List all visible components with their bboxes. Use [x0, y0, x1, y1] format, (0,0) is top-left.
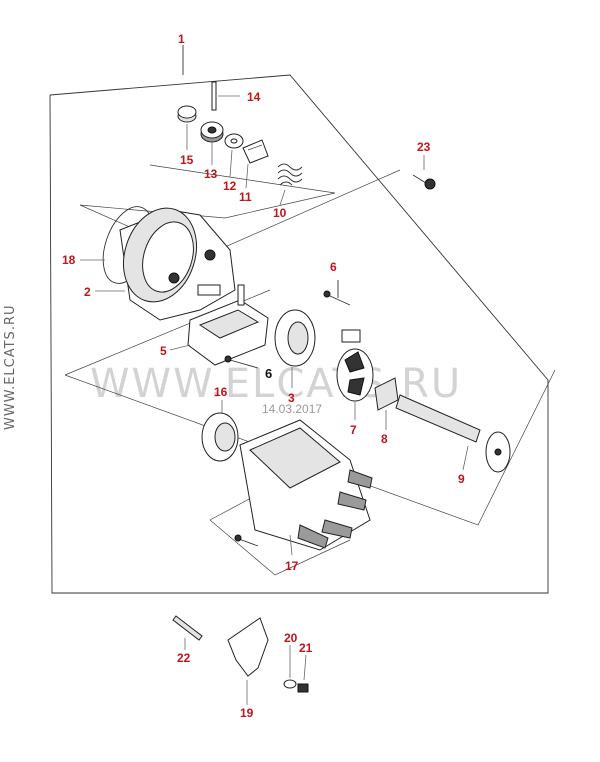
part-10-spring	[277, 163, 303, 206]
callout-14: 14	[247, 90, 261, 104]
part-22-stud	[172, 615, 203, 650]
part-20-21-washer-nut	[283, 645, 309, 693]
callout-9: 9	[458, 472, 465, 486]
watermark-date: 14.03.2017	[262, 402, 322, 416]
part-15-cap	[177, 105, 197, 150]
part-17-distributor-cap	[234, 419, 373, 556]
watermark-side: WWW.ELCATS.RU	[3, 305, 18, 431]
callout-18: 18	[62, 253, 76, 267]
part-19-bracket	[227, 617, 269, 705]
part-11-spring-clip	[242, 139, 269, 189]
part-6-screws	[224, 280, 351, 369]
callout-12: 12	[223, 179, 237, 193]
part-12-washer	[224, 133, 244, 178]
callout-5: 5	[160, 344, 167, 358]
part-7-rotor-plate	[336, 329, 374, 420]
callout-8: 8	[381, 432, 388, 446]
callout-20: 20	[284, 631, 298, 645]
callout-22: 22	[177, 651, 191, 665]
callout-17: 17	[285, 559, 299, 573]
callout-21: 21	[299, 641, 313, 655]
callout-19: 19	[240, 706, 254, 720]
callout-7: 7	[350, 423, 357, 437]
callout-3: 3	[288, 391, 295, 405]
callout-6-bottom: 6	[265, 366, 272, 381]
part-2-housing	[95, 207, 236, 321]
callout-1: 1	[178, 32, 185, 46]
part-13-gear	[200, 121, 224, 165]
assembly-outline	[49, 45, 549, 594]
part-16-rotor	[201, 400, 239, 462]
part-3-pickup	[274, 309, 316, 388]
callout-10: 10	[273, 206, 287, 220]
callout-23: 23	[417, 140, 431, 154]
callout-13: 13	[204, 167, 218, 181]
callout-16: 16	[214, 385, 228, 399]
part-9-shaft	[395, 394, 511, 473]
callout-2: 2	[84, 285, 91, 299]
part-14-pin	[211, 81, 240, 111]
callout-11: 11	[239, 190, 252, 204]
callout-6-top: 6	[330, 260, 337, 274]
part-5-module	[169, 284, 269, 366]
part-23-bolt	[412, 155, 436, 190]
callout-15: 15	[180, 153, 194, 167]
